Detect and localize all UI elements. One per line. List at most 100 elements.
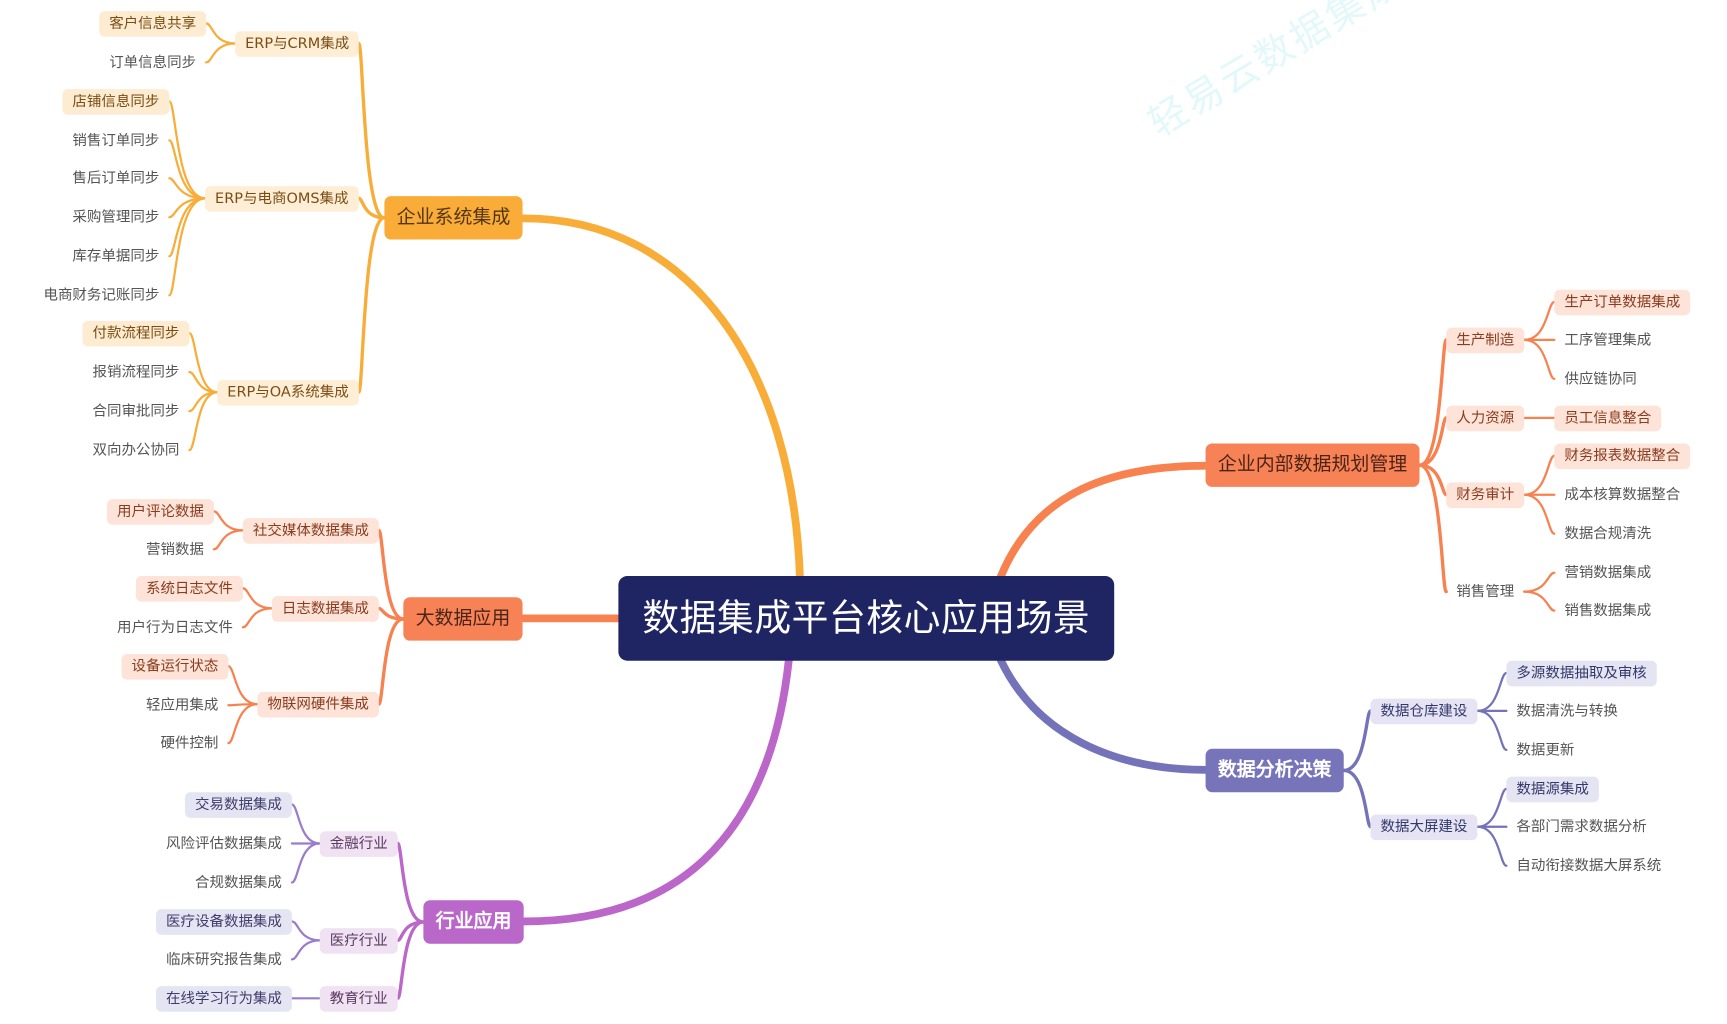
leaf-connector: [290, 920, 321, 942]
leaf-topic[interactable]: 生产订单数据集成: [1554, 289, 1691, 315]
subtopic-connector: [1417, 416, 1448, 467]
subtopic[interactable]: 日志数据集成: [271, 595, 379, 622]
subtopic-connector: [396, 920, 426, 1000]
leaf-topic[interactable]: 报销流程同步: [92, 363, 180, 381]
leaf-connector: [1476, 787, 1508, 828]
leaf-topic[interactable]: 轻应用集成: [145, 696, 219, 714]
subtopic[interactable]: 物联网硬件集成: [257, 691, 379, 717]
leaf-connector: [168, 197, 207, 258]
leaf-topic[interactable]: 营销数据: [145, 540, 204, 558]
leaf-connector: [227, 703, 259, 745]
leaf-connector: [1476, 671, 1508, 712]
leaf-connector: [1523, 571, 1556, 593]
leaf-topic[interactable]: 合规数据集成: [194, 874, 282, 891]
subtopic[interactable]: 生产制造: [1446, 327, 1525, 353]
leaf-connector: [241, 587, 273, 610]
leaf-topic[interactable]: 硬件控制: [160, 734, 219, 752]
subtopic-connector: [357, 196, 387, 220]
leaf-topic[interactable]: 成本核算数据整合: [1564, 486, 1681, 504]
leaf-connector: [188, 391, 219, 413]
leaf-topic[interactable]: 在线学习行为集成: [155, 985, 292, 1012]
leaf-topic[interactable]: 风险评估数据集成: [166, 835, 282, 852]
leaf-topic[interactable]: 数据合规清洗: [1564, 525, 1652, 543]
subtopic-connector: [396, 841, 426, 924]
subtopic-connector: [377, 606, 406, 621]
subtopic[interactable]: 教育行业: [319, 985, 398, 1012]
subtopic-connector: [377, 617, 406, 706]
subtopic[interactable]: 财务审计: [1446, 481, 1525, 508]
leaf-topic[interactable]: 临床研究报告集成: [166, 950, 282, 968]
leaf-topic[interactable]: 双向办公协同: [92, 441, 180, 459]
subtopic[interactable]: 社交媒体数据集成: [242, 517, 379, 544]
main-topic[interactable]: 行业应用: [423, 900, 524, 944]
subtopic[interactable]: 数据大屏建设: [1370, 813, 1478, 840]
leaf-topic[interactable]: 数据更新: [1516, 741, 1575, 759]
leaf-topic[interactable]: 销售订单同步: [72, 132, 160, 149]
central-topic[interactable]: 数据集成平台核心应用场景: [618, 576, 1115, 661]
leaf-topic[interactable]: 用户评论数据: [106, 498, 214, 525]
leaf-connector: [168, 197, 207, 297]
subtopic[interactable]: ERP与CRM集成: [235, 30, 360, 57]
leaf-connector: [1523, 300, 1556, 341]
leaf-topic[interactable]: 库存单据同步: [72, 247, 160, 265]
leaf-topic[interactable]: 系统日志文件: [135, 575, 243, 602]
leaf-connector: [1476, 709, 1508, 751]
leaf-topic[interactable]: 设备运行状态: [121, 653, 229, 680]
leaf-topic[interactable]: 销售数据集成: [1564, 602, 1652, 619]
leaf-connector: [290, 842, 321, 884]
leaf-topic[interactable]: 电商财务记账同步: [43, 286, 160, 304]
leaf-topic[interactable]: 员工信息整合: [1554, 405, 1662, 431]
subtopic[interactable]: 人力资源: [1446, 405, 1525, 431]
subtopic[interactable]: 销售管理: [1456, 583, 1515, 600]
leaf-connector: [290, 803, 321, 845]
leaf-topic[interactable]: 营销数据集成: [1564, 564, 1652, 582]
branch-connector: [519, 214, 804, 584]
leaf-connector: [1523, 590, 1556, 612]
leaf-connector: [212, 510, 245, 532]
branch-connector: [996, 655, 1211, 774]
leaf-topic[interactable]: 工序管理集成: [1564, 331, 1652, 349]
leaf-connector: [1523, 493, 1556, 535]
main-topic[interactable]: 大数据应用: [403, 597, 523, 641]
leaf-topic[interactable]: 数据清洗与转换: [1516, 702, 1618, 720]
leaf-connector: [205, 22, 237, 45]
leaf-topic[interactable]: 店铺信息同步: [62, 88, 170, 115]
subtopic[interactable]: ERP与电商OMS集成: [205, 185, 359, 212]
leaf-topic[interactable]: 采购管理同步: [72, 208, 160, 226]
subtopic[interactable]: 数据仓库建设: [1370, 698, 1478, 724]
leaf-topic[interactable]: 医疗设备数据集成: [155, 908, 292, 935]
subtopic-connector: [1342, 709, 1373, 773]
main-topic[interactable]: 数据分析决策: [1205, 748, 1344, 793]
subtopic-connector: [1342, 768, 1373, 829]
leaf-topic[interactable]: 客户信息共享: [99, 10, 207, 37]
leaf-topic[interactable]: 财务报表数据整合: [1554, 442, 1691, 469]
subtopic[interactable]: 医疗行业: [319, 927, 398, 954]
subtopic-connector: [377, 528, 406, 621]
leaf-connector: [168, 100, 207, 200]
leaf-connector: [1523, 338, 1556, 380]
subtopic[interactable]: ERP与OA系统集成: [217, 379, 359, 406]
leaf-connector: [227, 665, 259, 706]
leaf-topic[interactable]: 售后订单同步: [72, 169, 160, 187]
leaf-topic[interactable]: 各部门需求数据分析: [1516, 818, 1647, 836]
leaf-topic[interactable]: 自动衔接数据大屏系统: [1516, 857, 1662, 875]
main-topic[interactable]: 企业系统集成: [384, 196, 523, 240]
leaf-connector: [188, 332, 219, 394]
branch-connector: [519, 655, 793, 926]
leaf-connector: [1523, 454, 1556, 496]
leaf-topic[interactable]: 交易数据集成: [184, 791, 292, 818]
leaf-topic[interactable]: 付款流程同步: [82, 320, 190, 346]
leaf-connector: [205, 42, 237, 64]
leaf-topic[interactable]: 多源数据抽取及审核: [1506, 660, 1657, 686]
leaf-connector: [290, 939, 321, 961]
leaf-topic[interactable]: 用户行为日志文件: [116, 618, 233, 636]
leaf-topic[interactable]: 合同审批同步: [92, 402, 180, 420]
leaf-topic[interactable]: 供应链协同: [1564, 370, 1637, 388]
leaf-topic[interactable]: 订单信息同步: [109, 54, 197, 71]
main-topic[interactable]: 企业内部数据规划管理: [1205, 443, 1420, 487]
leaf-connector: [168, 139, 207, 200]
leaf-topic[interactable]: 数据源集成: [1506, 776, 1599, 802]
subtopic[interactable]: 金融行业: [319, 830, 398, 857]
